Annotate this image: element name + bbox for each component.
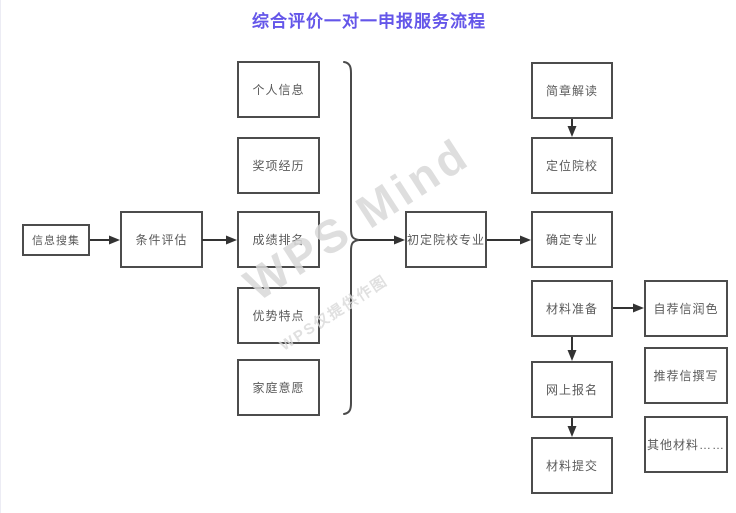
node-self-letter: 自荐信润色: [644, 280, 728, 337]
node-label: 推荐信撰写: [653, 369, 719, 383]
node-label: 自荐信润色: [653, 302, 719, 316]
node-info-collect: 信息搜集: [22, 224, 90, 256]
node-label: 初定院校专业: [407, 233, 486, 247]
node-strengths: 优势特点: [237, 287, 320, 344]
node-awards: 奖项经历: [237, 137, 320, 194]
node-grade-rank: 成绩排名: [237, 211, 320, 268]
node-label: 优势特点: [252, 309, 305, 323]
curly-brace: [343, 61, 360, 415]
node-label: 材料准备: [545, 302, 598, 316]
page-title: 综合评价一对一申报服务流程: [252, 12, 486, 31]
node-condition-eval: 条件评估: [120, 211, 203, 268]
node-label: 奖项经历: [252, 159, 305, 173]
node-label: 网上报名: [545, 383, 598, 397]
node-material-submit: 材料提交: [531, 437, 613, 494]
node-initial-school: 初定院校专业: [405, 211, 487, 268]
node-label: 成绩排名: [252, 233, 305, 247]
node-position-school: 定位院校: [531, 137, 613, 194]
node-label: 家庭意愿: [252, 381, 305, 395]
node-recommend-letter: 推荐信撰写: [644, 347, 728, 404]
node-label: 简章解读: [545, 84, 598, 98]
node-label: 其他材料……: [646, 438, 725, 452]
node-personal-info: 个人信息: [237, 61, 320, 118]
node-brochure: 简章解读: [531, 62, 613, 119]
node-label: 个人信息: [252, 83, 305, 97]
node-label: 信息搜集: [32, 235, 80, 247]
node-confirm-major: 确定专业: [531, 211, 613, 268]
node-family-wish: 家庭意愿: [237, 359, 320, 416]
node-other-materials: 其他材料……: [644, 416, 728, 473]
node-label: 条件评估: [135, 233, 188, 247]
node-label: 确定专业: [545, 233, 598, 247]
node-label: 材料提交: [545, 459, 598, 473]
node-label: 定位院校: [545, 159, 598, 173]
node-online-register: 网上报名: [531, 361, 613, 418]
node-material-prep: 材料准备: [531, 280, 613, 337]
